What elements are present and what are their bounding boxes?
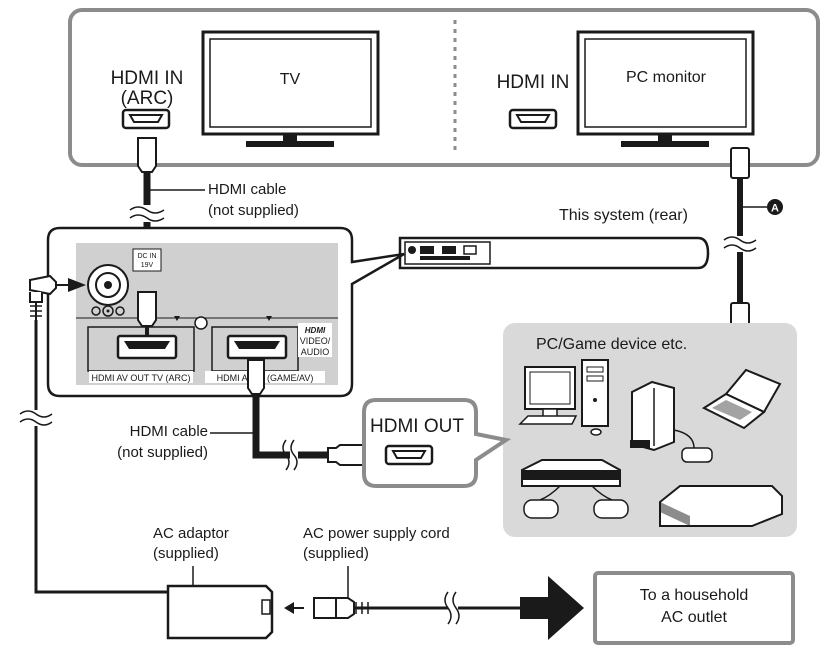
outlet-box xyxy=(593,571,795,645)
game-console-icon xyxy=(630,380,713,463)
tv-port-label-line1: HDMI IN xyxy=(111,68,184,89)
ac-adaptor xyxy=(166,584,274,640)
monitor-hdmi-port-icon xyxy=(515,114,551,123)
media-player-icon xyxy=(659,485,783,527)
tv-stand-base xyxy=(246,141,334,147)
console-controllers-icon xyxy=(521,459,629,519)
cable-a xyxy=(723,147,783,334)
laptop-icon xyxy=(701,368,782,430)
tv-port-label-line2: (ARC) xyxy=(121,88,174,109)
tv: HDMI IN (ARC) TV xyxy=(111,30,380,147)
callout-a-badge xyxy=(767,199,783,215)
monitor-hdmi-port xyxy=(508,108,558,130)
monitor-screen xyxy=(576,30,755,136)
hdmi-cable-bottom-label-line2: (not supplied) xyxy=(117,444,208,461)
adaptor-label-line1: AC adaptor xyxy=(153,525,229,542)
hdmi-cable-device xyxy=(210,359,369,471)
cord-insert-arrow xyxy=(284,602,294,614)
hdmi-cable-top-label-line1: HDMI cable xyxy=(208,181,286,198)
devices-title: PC/Game device etc. xyxy=(536,336,687,353)
monitor-stand-neck xyxy=(658,134,672,142)
hdmi-cable-top-label-line2: (not supplied) xyxy=(208,202,299,219)
device-hdmi-out-port xyxy=(384,444,434,466)
dc-in-voltage: 19V xyxy=(141,262,154,269)
desktop-pc-icon xyxy=(518,359,609,436)
callout-a-letter: A xyxy=(771,203,779,215)
audio-label: AUDIO xyxy=(301,347,330,357)
monitor-stand-base xyxy=(621,141,709,147)
dc-in-label: DC IN xyxy=(137,253,156,260)
ac-power-cord xyxy=(313,591,520,625)
cord-label-line1: AC power supply cord xyxy=(303,525,450,542)
tv-stand-neck xyxy=(283,134,297,142)
outlet-label-line1: To a household xyxy=(640,587,749,604)
hdmi-out-label: HDMI OUT xyxy=(370,416,464,437)
tv-screen xyxy=(201,30,380,136)
hdmi-logo: HDMI xyxy=(305,326,326,335)
tv-hdmi-port xyxy=(121,108,171,130)
pc-monitor: HDMI IN PC monitor xyxy=(497,30,755,147)
hdmi-out-tv-label: HDMI AV OUT TV (ARC) xyxy=(91,373,190,383)
outlet-arrow xyxy=(520,576,584,640)
monitor-name: PC monitor xyxy=(626,69,707,86)
dc-cable xyxy=(19,274,168,594)
tv-hdmi-port-icon xyxy=(128,114,164,123)
hdmi-cable-bottom-label-line1: HDMI cable xyxy=(130,423,208,440)
system-label: This system (rear) xyxy=(559,207,688,224)
video-label: VIDEO/ xyxy=(300,336,331,346)
soundbar xyxy=(398,236,710,270)
tv-name: TV xyxy=(280,71,301,88)
monitor-port-label: HDMI IN xyxy=(497,72,570,93)
adaptor-label-line2: (supplied) xyxy=(153,545,219,562)
cord-label-line2: (supplied) xyxy=(303,545,369,562)
zoom-panel: DC IN 19V HDMI AV OUT TV (ARC) HDMI AV I… xyxy=(46,226,405,398)
outlet-label-line2: AC outlet xyxy=(661,609,727,626)
